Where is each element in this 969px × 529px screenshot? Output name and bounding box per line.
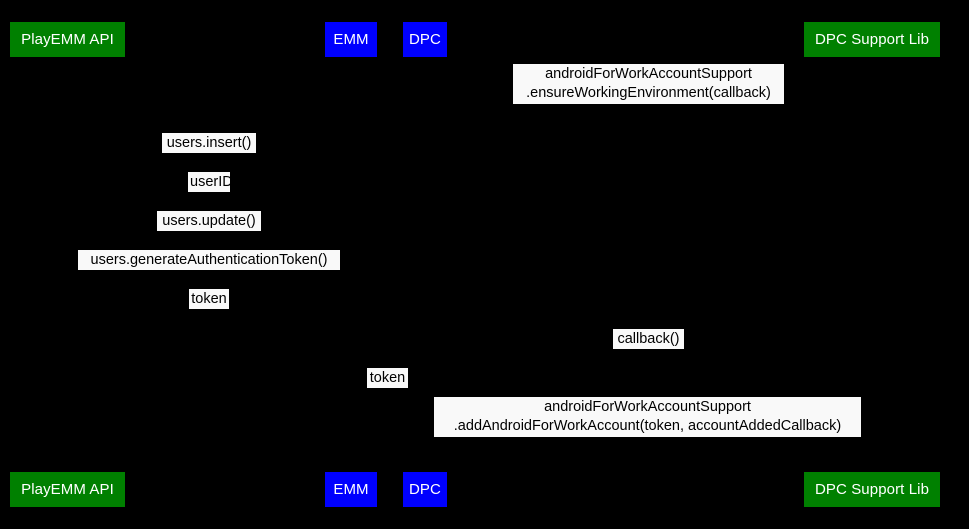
message-text-line1: androidForWorkAccountSupport <box>545 66 752 82</box>
participant-label: DPC <box>409 481 441 498</box>
message-label: androidForWorkAccountSupport .ensureWorki… <box>513 64 784 104</box>
message-label: token <box>367 368 408 388</box>
message-label: users.generateAuthenticationToken() <box>78 250 340 270</box>
message-label: callback() <box>613 329 684 349</box>
message-label: token <box>189 289 229 309</box>
message-text-line1: users.update() <box>162 212 256 229</box>
message-label: userID <box>188 172 233 192</box>
participant-bottom-playemm-api[interactable]: PlayEMM API <box>10 472 125 507</box>
participant-label: EMM <box>333 481 369 498</box>
participant-bottom-dpc[interactable]: DPC <box>403 472 447 507</box>
message-text-line1: users.insert() <box>166 134 252 151</box>
message-text-line2: .ensureWorkingEnvironment(callback) <box>526 85 771 101</box>
message-label: androidForWorkAccountSupport .addAndroidF… <box>434 397 861 437</box>
message-text-line1: users.generateAuthenticationToken() <box>90 251 328 268</box>
participant-top-dpc[interactable]: DPC <box>403 22 447 57</box>
message-label: users.insert() <box>162 133 256 153</box>
message-text-line1: callback() <box>617 330 680 347</box>
participant-label: DPC Support Lib <box>814 31 930 48</box>
message-text-line1: token <box>369 369 406 386</box>
message-text-line1: userID <box>190 173 233 190</box>
participant-top-dpc-support-lib[interactable]: DPC Support Lib <box>804 22 940 57</box>
participant-bottom-dpc-support-lib[interactable]: DPC Support Lib <box>804 472 940 507</box>
message-text-line1: androidForWorkAccountSupport <box>544 399 751 415</box>
participant-label: DPC Support Lib <box>814 481 930 498</box>
message-label: users.update() <box>157 211 261 231</box>
participant-label: PlayEMM API <box>21 481 114 498</box>
message-text-line2: .addAndroidForWorkAccount(token, account… <box>453 418 842 434</box>
participant-label: EMM <box>333 31 369 48</box>
participant-label: PlayEMM API <box>21 31 114 48</box>
participant-label: DPC <box>409 31 441 48</box>
participant-top-playemm-api[interactable]: PlayEMM API <box>10 22 125 57</box>
message-text-line1: token <box>191 290 227 307</box>
participant-bottom-emm[interactable]: EMM <box>325 472 377 507</box>
participant-top-emm[interactable]: EMM <box>325 22 377 57</box>
